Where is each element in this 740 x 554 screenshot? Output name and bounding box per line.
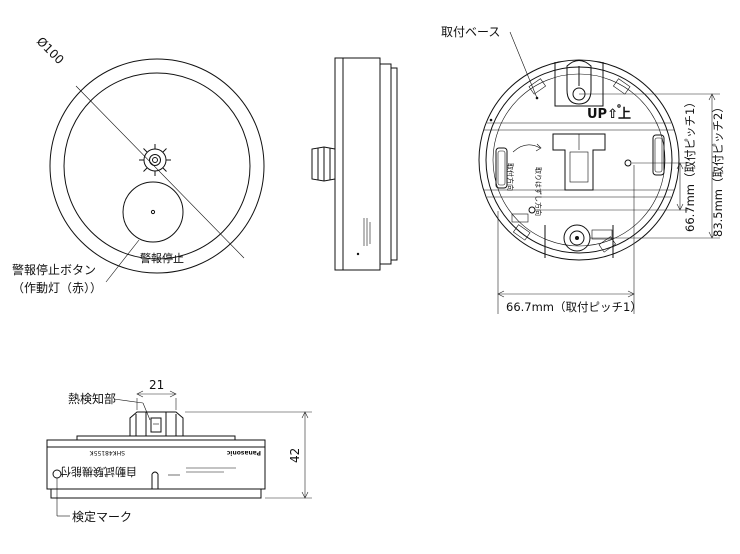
callout-leader	[105, 239, 140, 283]
alarm-stop-button	[122, 181, 184, 243]
diameter-line	[75, 85, 245, 259]
sensor-label: 熱検知部	[68, 391, 116, 406]
clip-left-icon	[495, 147, 508, 189]
svg-text:取りはずし方向: 取りはずし方向	[534, 167, 543, 216]
heat-sensor-side-icon	[311, 146, 336, 182]
top-view: 警報停止 Ø100 警報停止ボタン （作動灯（赤））	[12, 34, 265, 295]
base-tabs	[511, 78, 631, 253]
mount-screw-icon	[563, 224, 591, 252]
pitch-hole-left	[528, 206, 536, 214]
up-mark: UP⇧上	[587, 107, 631, 122]
model-text: SHK48155K	[89, 449, 125, 456]
base-view: 取付方向 取りはずし方向 UP⇧上 取付ベース	[441, 25, 680, 261]
pitch2-label: 83.5mm（取付ピッチ2）	[711, 101, 725, 237]
base-label-leader	[509, 31, 538, 99]
front-dimensions: 21 42	[136, 378, 312, 499]
mark-label: 検定マーク	[72, 509, 132, 524]
lever-icon	[151, 471, 159, 489]
base-dimensions: 66.7mm（取付ピッチ1） 66.7mm（取付ピッチ1） 83.5mm（取付ピ…	[497, 93, 725, 314]
heat-sensor-top-icon	[139, 144, 171, 176]
clip-right-icon	[652, 134, 665, 176]
inner-ring	[63, 72, 251, 260]
height-label: 42	[288, 448, 302, 463]
svg-text:取付方向: 取付方向	[506, 163, 515, 191]
inspection-mark	[52, 469, 62, 479]
pitch-hole-right	[624, 159, 632, 167]
heat-sensor-front-icon	[129, 411, 184, 436]
base-label: 取付ベース	[441, 25, 500, 39]
outer-ring	[49, 58, 265, 274]
base-rotation-arrows: 取付方向 取りはずし方向	[506, 143, 543, 216]
brand-text: Panasonic	[226, 449, 261, 456]
diameter-label: Ø100	[34, 34, 67, 67]
pitch1-label: 66.7mm（取付ピッチ1）	[506, 300, 642, 314]
base-outer-ring	[478, 59, 680, 261]
callout-label-line1: 警報停止ボタン	[12, 262, 96, 277]
side-label-marks	[356, 218, 371, 256]
pitch1-vertical-label: 66.7mm（取付ピッチ1）	[683, 96, 697, 232]
center-bracket-icon	[552, 133, 606, 191]
callout-label-line2: （作動灯（赤））	[12, 281, 102, 295]
product-text: 自動試験機能付	[60, 465, 137, 479]
side-view	[311, 57, 398, 271]
alarm-stop-button-text: 警報停止	[140, 251, 184, 265]
front-view: Panasonic SHK48155K 自動試験機能付 熱検知部 検定マーク	[46, 391, 266, 524]
width-label: 21	[149, 378, 164, 392]
